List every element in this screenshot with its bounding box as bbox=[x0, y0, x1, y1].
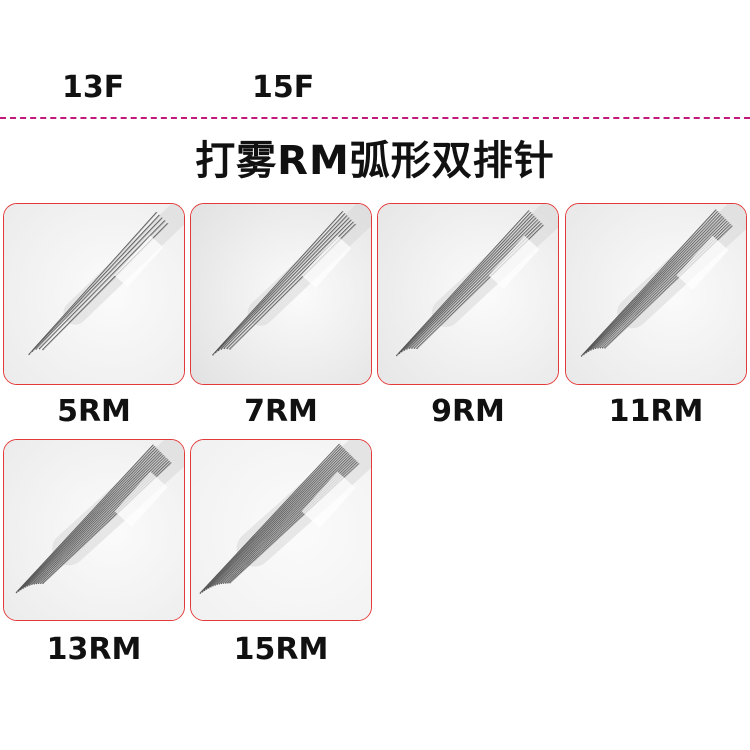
product-label-15rm: 15RM bbox=[233, 632, 329, 667]
product-card-9rm[interactable] bbox=[377, 203, 559, 385]
product-card-15rm[interactable] bbox=[190, 439, 372, 621]
product-card-13rm[interactable] bbox=[3, 439, 185, 621]
product-label-7rm: 7RM bbox=[244, 394, 318, 429]
product-card-7rm[interactable] bbox=[190, 203, 372, 385]
top-label-15f: 15F bbox=[252, 70, 315, 105]
needle-image bbox=[378, 204, 558, 384]
needle-image bbox=[191, 440, 371, 620]
product-label-9rm: 9RM bbox=[431, 394, 505, 429]
needle-image bbox=[4, 204, 184, 384]
needle-image bbox=[4, 440, 184, 620]
product-card-5rm[interactable] bbox=[3, 203, 185, 385]
needle-image bbox=[191, 204, 371, 384]
dashed-divider bbox=[0, 117, 750, 119]
page-title: 打雾RM弧形双排针 bbox=[195, 138, 555, 184]
needle-image bbox=[566, 204, 746, 384]
top-label-13f: 13F bbox=[62, 70, 125, 105]
product-card-11rm[interactable] bbox=[565, 203, 747, 385]
product-label-5rm: 5RM bbox=[57, 394, 131, 429]
product-label-13rm: 13RM bbox=[46, 632, 142, 667]
product-label-11rm: 11RM bbox=[608, 394, 704, 429]
